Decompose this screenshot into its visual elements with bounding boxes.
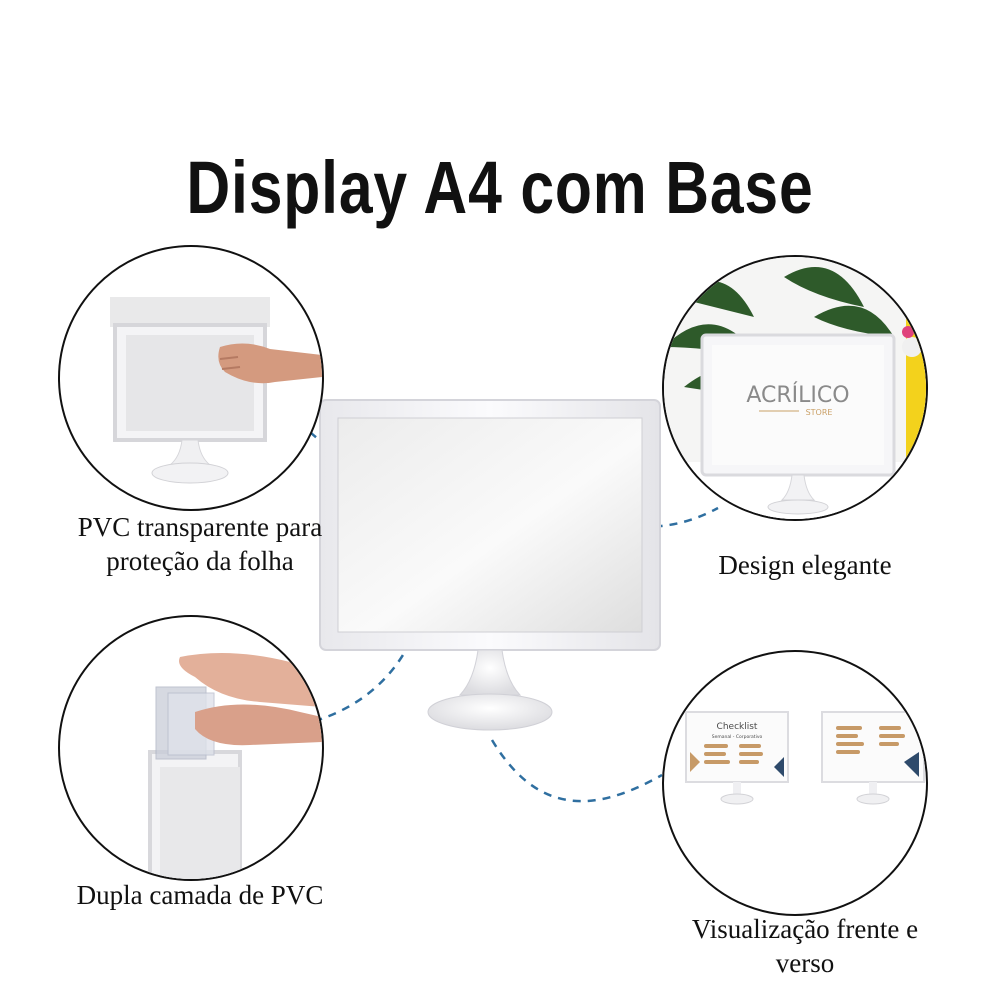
caption-pvc: PVC transparente para proteção da folha xyxy=(30,510,370,578)
main-product-image xyxy=(310,390,670,750)
feature-circle-design: ACRÍLICO STORE xyxy=(662,255,928,521)
feature-circle-front-back: Checklist Semanal - Corporativo xyxy=(662,650,928,916)
caption-design-line1: Design elegante xyxy=(718,550,892,580)
checklist-sub: Semanal - Corporativo xyxy=(712,734,763,740)
caption-front-back-line2: verso xyxy=(775,948,835,978)
page-title: Display A4 com Base xyxy=(186,145,814,229)
checklist-title: Checklist xyxy=(717,722,758,732)
caption-double-layer-line1: Dupla camada de PVC xyxy=(76,880,324,910)
feature-circle-double-layer xyxy=(58,615,324,881)
insert-brand-text: ACRÍLICO xyxy=(746,382,849,408)
feature-circle-pvc xyxy=(58,245,324,511)
caption-double-layer: Dupla camada de PVC xyxy=(30,878,370,912)
caption-pvc-line2: proteção da folha xyxy=(106,546,294,576)
insert-sub-text: STORE xyxy=(806,408,833,417)
caption-pvc-line1: PVC transparente para xyxy=(77,512,323,542)
caption-design: Design elegante xyxy=(660,548,950,582)
caption-front-back-line1: Visualização frente e xyxy=(691,914,919,944)
caption-front-back: Visualização frente e verso xyxy=(650,912,960,980)
